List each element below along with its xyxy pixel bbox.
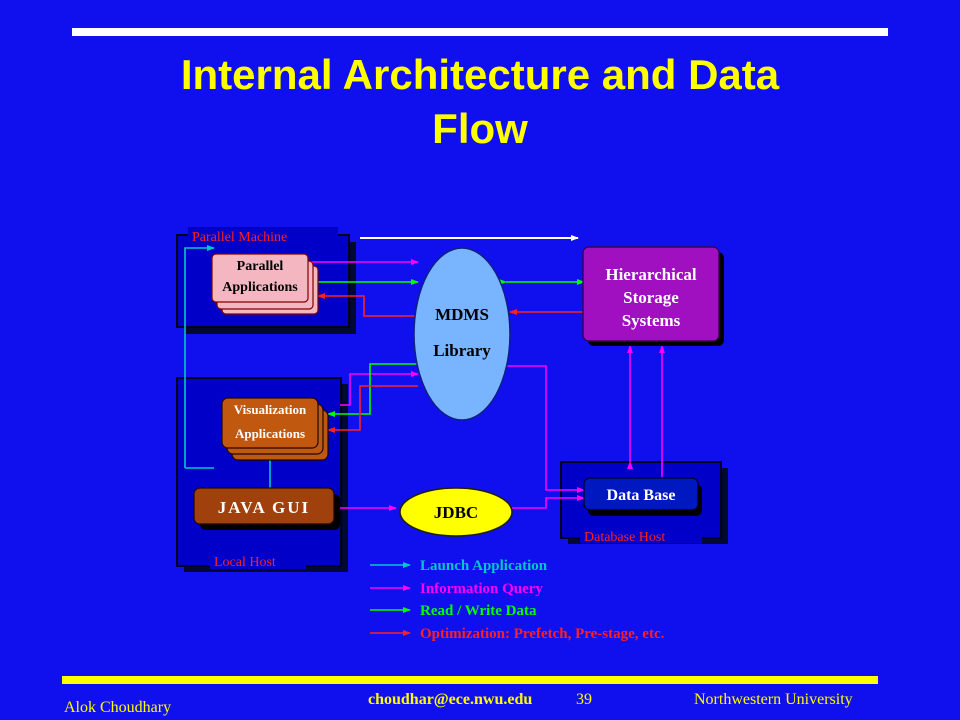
legend-item-query: Information Query xyxy=(370,581,543,597)
mdms-library-node: MDMS Library xyxy=(413,247,511,421)
java-gui-label: JAVA GUI xyxy=(218,498,310,517)
legend-label-query: Information Query xyxy=(420,581,543,597)
page-number: 39 xyxy=(576,691,592,708)
java-gui-box xyxy=(193,487,335,525)
local-host-label: Local Host xyxy=(214,555,276,570)
hss-line1: Hierarchical xyxy=(605,265,697,284)
slide-title: Internal Architecture and Data Flow xyxy=(80,48,880,156)
database-host-label: Database Host xyxy=(584,530,665,545)
mdms-line2: Library xyxy=(433,341,491,360)
viz-apps-line2: Applications xyxy=(235,426,305,441)
parallel-machine-label: Parallel Machine xyxy=(192,230,287,245)
hss-line3: Systems xyxy=(622,311,681,330)
visualization-applications-node: Visualization Applications xyxy=(221,397,329,461)
footer-organization: Northwestern University xyxy=(694,691,853,708)
mdms-ellipse xyxy=(413,247,511,421)
viz-apps-line1: Visualization xyxy=(234,402,307,417)
parallel-apps-card xyxy=(211,253,309,303)
parallel-apps-line2: Applications xyxy=(222,280,298,295)
database-box xyxy=(583,477,699,511)
jdbc-label: JDBC xyxy=(434,503,478,522)
legend-label-launch: Launch Application xyxy=(420,558,548,574)
legend-item-optimization: Optimization: Prefetch, Pre-stage, etc. xyxy=(370,626,665,642)
parallel-applications-node: Parallel Applications xyxy=(211,253,319,315)
legend-label-optimization: Optimization: Prefetch, Pre-stage, etc. xyxy=(420,626,665,642)
jdbc-node: JDBC xyxy=(399,487,513,537)
hss-line2: Storage xyxy=(623,288,679,307)
query-jdbc-db xyxy=(505,495,585,511)
local-host-label-bg xyxy=(210,553,306,569)
bottom-rule xyxy=(62,676,878,684)
database-label: Data Base xyxy=(607,487,676,504)
query-arrow-viz-mdms xyxy=(340,371,419,406)
legend-label-readwrite: Read / Write Data xyxy=(420,603,537,619)
database-host-label-bg xyxy=(580,527,702,543)
title-line-1: Internal Architecture and Data xyxy=(180,51,780,98)
parallel-machine-label-bg xyxy=(188,227,338,243)
hierarchical-storage-node: Hierarchical Storage Systems xyxy=(582,246,724,346)
java-gui-node: JAVA GUI xyxy=(193,487,340,530)
legend-item-readwrite: Read / Write Data xyxy=(370,603,537,619)
database-node: Data Base xyxy=(583,477,702,516)
title-line-2: Flow xyxy=(432,105,528,152)
hss-box xyxy=(582,246,720,342)
query-arrow-mdms-db xyxy=(500,365,585,493)
connector-lines xyxy=(184,245,665,511)
parallel-apps-line1: Parallel xyxy=(237,259,284,274)
footer-email: choudhar@ece.nwu.edu xyxy=(368,691,533,708)
mdms-line1: MDMS xyxy=(435,305,489,324)
viz-apps-card xyxy=(221,397,319,449)
opt-mdms-parallel xyxy=(317,293,418,317)
opt-mdms-viz xyxy=(327,385,418,433)
jdbc-ellipse xyxy=(399,487,513,537)
footer-author: Alok Choudhary xyxy=(64,699,172,716)
top-rule xyxy=(72,28,888,36)
legend-item-launch: Launch Application xyxy=(370,558,548,574)
rw-mdms-viz xyxy=(327,363,418,417)
launch-arrow-parallel xyxy=(184,245,215,468)
legend: Launch Application Information Query Rea… xyxy=(370,558,665,642)
